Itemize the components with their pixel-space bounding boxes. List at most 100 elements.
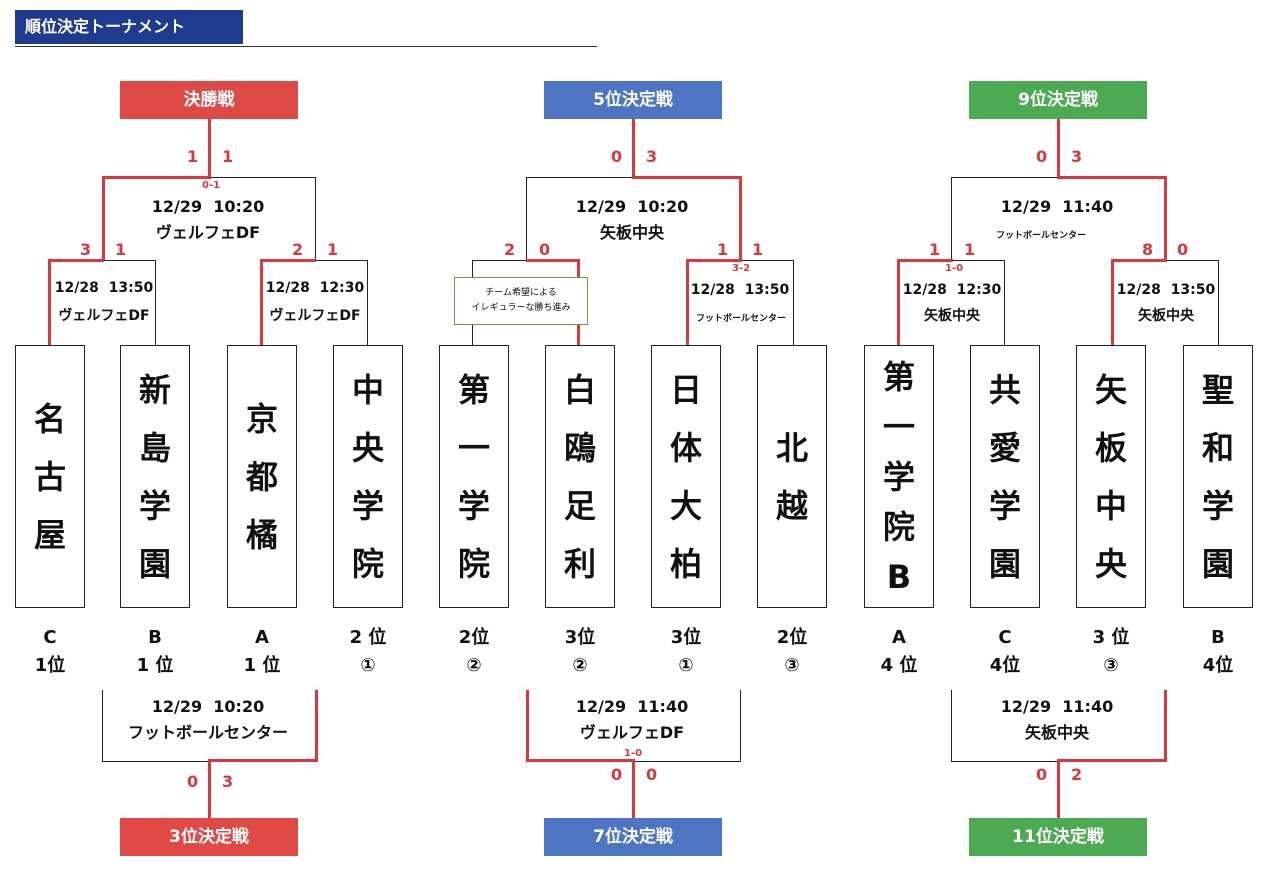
semi1-venue: ヴェルフェDF: [58, 308, 150, 324]
team-name: 第 一 学 院 B: [882, 357, 915, 596]
eleventh-left-arm: [951, 761, 1058, 762]
team-name: 共 愛 学 園: [988, 370, 1021, 583]
team-name: 新 島 学 園: [138, 370, 171, 583]
team-box: 中 央 学 院: [333, 345, 403, 608]
semi6-score-left: 8: [1142, 240, 1154, 259]
team-name: 京 都 橘: [245, 399, 278, 554]
team-name: 矢 板 中 央: [1094, 370, 1127, 583]
eleventh-left-line: [951, 690, 952, 762]
semi2-right-arm: [316, 260, 368, 261]
fifth-score-right: 3: [646, 147, 658, 166]
seventh-venue: ヴェルフェDF: [579, 723, 685, 742]
semi4-score-left: 1: [717, 240, 729, 259]
semi6-left-arm: [1111, 259, 1167, 262]
third-left-line: [102, 690, 103, 762]
semi2-venue: ヴェルフェDF: [269, 308, 361, 324]
third-right-arm: [208, 759, 318, 762]
ninth-left-drop: [951, 177, 952, 261]
final-score-left: 1: [187, 147, 199, 166]
seventh-date: 12/29 11:40: [575, 697, 689, 716]
third-right-line: [315, 690, 318, 762]
semi6-venue: 矢板中央: [1138, 308, 1194, 324]
semi3-left-arm: [472, 260, 528, 261]
irregular-note: チーム希望による イレギュラーな勝ち進み: [454, 277, 588, 325]
team-rank: 2位 ③: [776, 627, 808, 676]
eleventh-date: 12/29 11:40: [1000, 697, 1114, 716]
third-venue: フットボールセンター: [127, 723, 288, 742]
ninth-left-arm: [951, 177, 1059, 178]
team-rank: A 1 位: [243, 627, 281, 676]
semi3-score-right: 0: [539, 240, 551, 259]
semi4-venue: フットボールセンター: [696, 314, 787, 324]
fifth-left-arm: [526, 177, 634, 178]
semi5-date: 12/28 12:30: [902, 282, 1002, 298]
seventh-winner-line: [632, 759, 635, 819]
final-pk: 0-1: [202, 180, 221, 191]
semi1-right-drop: [155, 260, 156, 346]
semi4-score-right: 1: [752, 240, 764, 259]
third-place-title: 3位決定戦: [120, 818, 298, 856]
team-name: 聖 和 学 園: [1201, 370, 1234, 583]
team-box: 北 越: [757, 345, 827, 608]
team-box: 新 島 学 園: [120, 345, 190, 608]
semi6-left-drop: [1111, 259, 1114, 346]
team-box: 京 都 橘: [227, 345, 297, 608]
team-box: 日 体 大 柏: [651, 345, 721, 608]
fifth-title: 5位決定戦: [544, 81, 722, 119]
semi1-score-right: 1: [115, 240, 127, 259]
ninth-winner-line: [1057, 119, 1060, 179]
team-rank: C 4位: [989, 627, 1021, 676]
semi4-left-drop: [686, 259, 689, 346]
team-name: 第 一 学 院: [457, 370, 490, 583]
seventh-left-line: [526, 690, 529, 762]
team-rank: 2位 ②: [458, 627, 490, 676]
fifth-right-drop: [739, 176, 742, 260]
semi4-left-arm: [686, 259, 742, 262]
ninth-score-right: 3: [1071, 147, 1083, 166]
semi5-right-drop: [1004, 260, 1005, 346]
fifth-left-drop: [526, 177, 527, 261]
page-title: 順位決定トーナメント: [15, 10, 243, 44]
third-left-arm: [102, 761, 209, 762]
ninth-title: 9位決定戦: [969, 81, 1147, 119]
team-box: 矢 板 中 央: [1076, 345, 1146, 608]
third-winner-line: [208, 759, 211, 819]
fifth-right-arm: [632, 176, 742, 179]
team-name: 北 越: [775, 428, 808, 525]
semi2-left-drop: [260, 259, 263, 346]
final-left-arm: [102, 176, 210, 179]
final-left-drop: [102, 176, 105, 260]
final-title: 決勝戦: [120, 81, 298, 119]
team-rank: 3位 ②: [564, 627, 596, 676]
semi6-right-arm: [1167, 260, 1219, 261]
semi6-date: 12/28 13:50: [1116, 282, 1216, 298]
final-winner-line: [208, 119, 211, 179]
eleventh-right-arm: [1057, 759, 1167, 762]
team-rank: B 1 位: [136, 627, 174, 676]
semi2-right-drop: [367, 260, 368, 346]
semi4-right-drop: [793, 260, 794, 346]
semi2-score-left: 2: [292, 240, 304, 259]
fifth-date: 12/29 10:20: [575, 197, 689, 216]
ninth-right-arm: [1057, 176, 1167, 179]
title-underline: [15, 46, 597, 47]
semi3-score-left: 2: [504, 240, 516, 259]
semi4-date: 12/28 13:50: [690, 282, 790, 298]
semi2-score-right: 1: [327, 240, 339, 259]
team-name: 中 央 学 院: [351, 370, 384, 583]
team-rank: A 4 位: [880, 627, 918, 676]
team-rank: B 4位: [1202, 627, 1234, 676]
seventh-score-left: 0: [611, 765, 623, 784]
team-box: 第 一 学 院: [439, 345, 509, 608]
ninth-right-drop: [1164, 176, 1167, 260]
semi5-score-right: 1: [964, 240, 976, 259]
team-box: 名 古 屋: [15, 345, 85, 608]
semi6-score-right: 0: [1177, 240, 1189, 259]
seventh-title: 7位決定戦: [544, 818, 722, 856]
team-rank: C 1位: [34, 627, 66, 676]
third-score-left: 0: [187, 772, 199, 791]
semi1-left-arm: [48, 259, 104, 262]
third-score-right: 3: [222, 772, 234, 791]
semi2-date: 12/28 12:30: [265, 280, 365, 296]
final-right-arm: [210, 177, 316, 178]
